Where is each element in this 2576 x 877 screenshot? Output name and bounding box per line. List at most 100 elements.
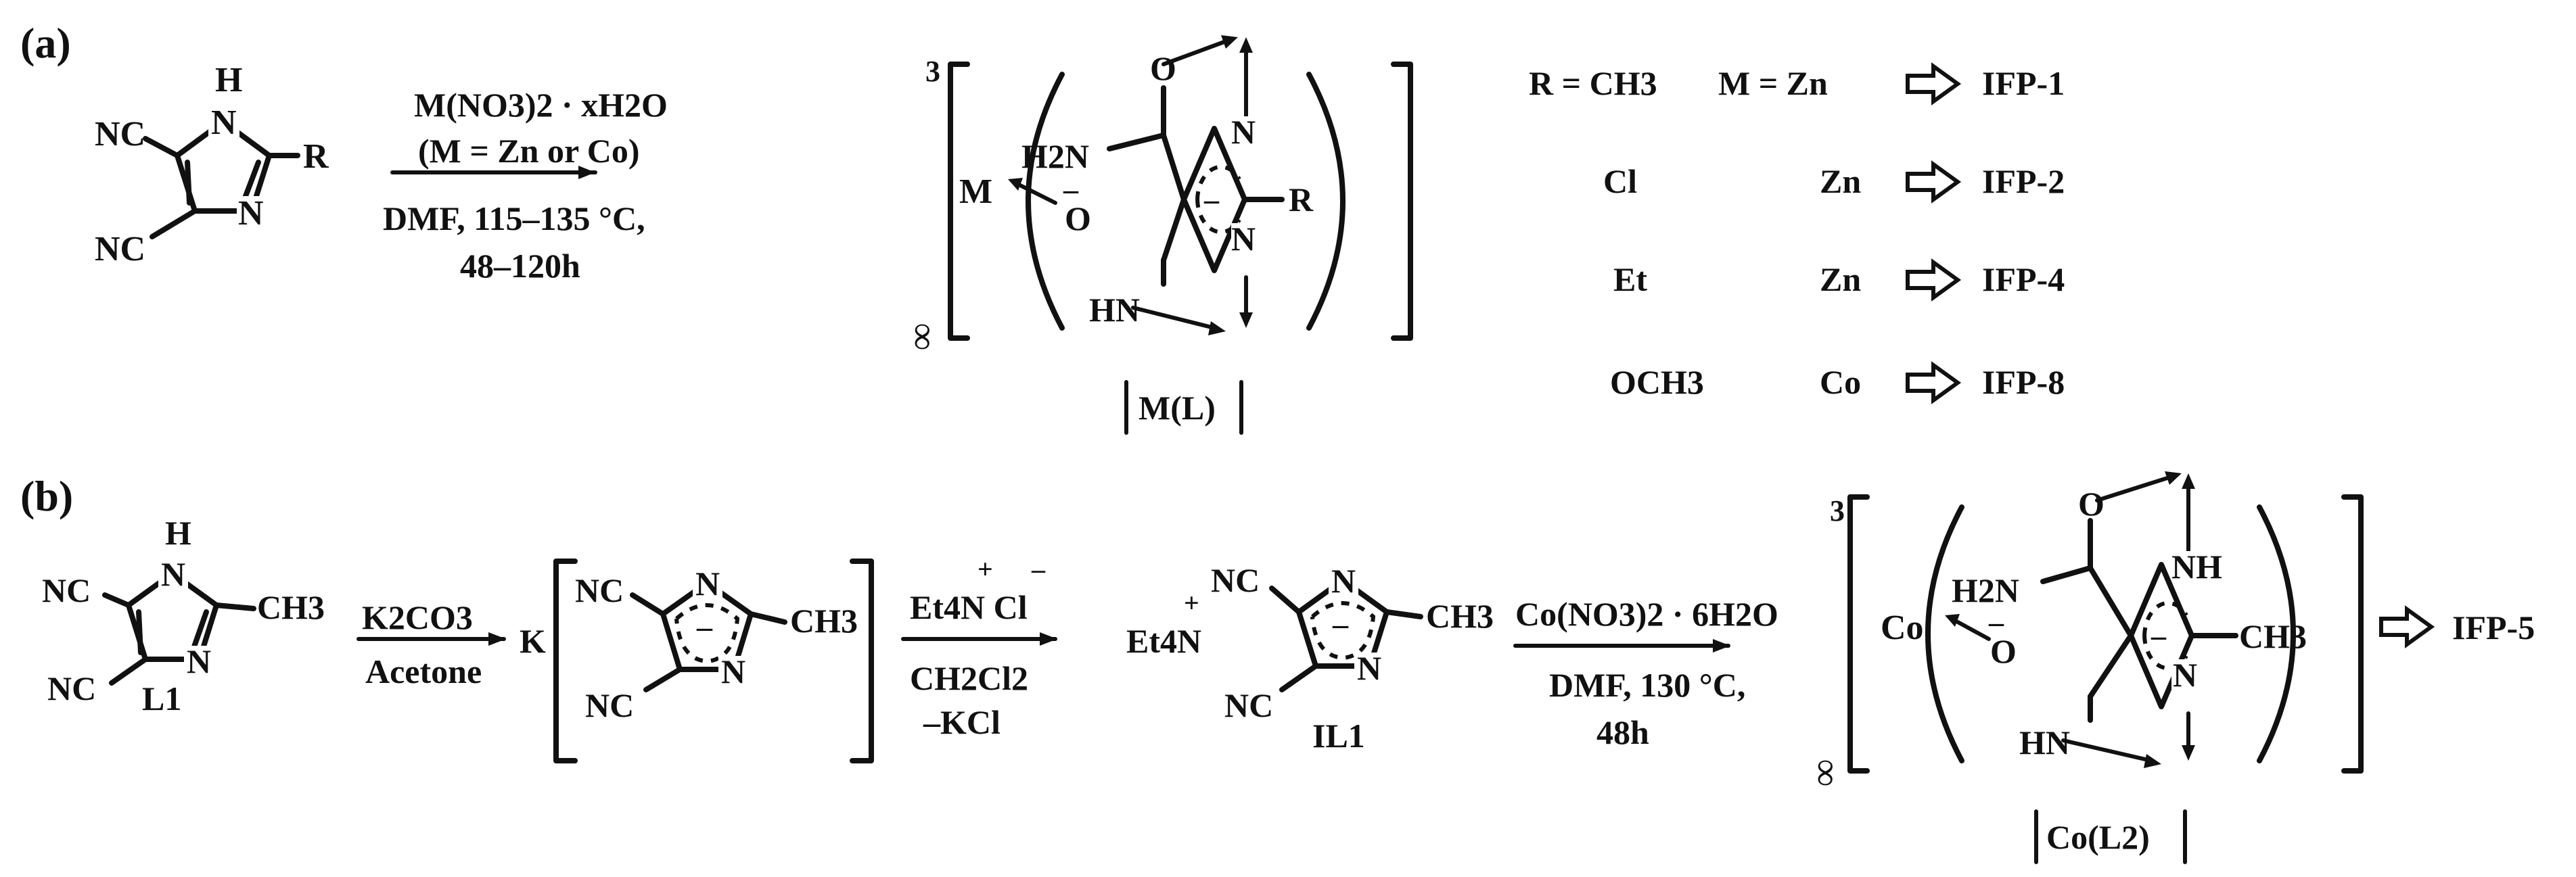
product-a-r: R bbox=[1289, 181, 1314, 218]
salt-ch3: CH3 bbox=[790, 602, 858, 640]
step2-byproduct: –KCl bbox=[923, 703, 1001, 741]
product-b-ifp: IFP-5 bbox=[2452, 609, 2535, 646]
product-a-metal: M bbox=[959, 172, 992, 211]
product-a-h2n: H2N bbox=[1021, 137, 1089, 175]
product-b-n-bottom: N bbox=[2173, 656, 2197, 694]
reactant-r: R bbox=[303, 137, 329, 176]
il1-n-top: N bbox=[1331, 562, 1356, 600]
table-row1-r: R = CH3 bbox=[1529, 64, 1657, 102]
il1-nc-bottom: NC bbox=[1224, 686, 1273, 724]
salt-minus: – bbox=[696, 609, 713, 644]
product-a-sup3: 3 bbox=[925, 55, 940, 88]
step3-line3: 48h bbox=[1596, 713, 1649, 751]
panel-a-conditions: M(NO3)2 · xH2O (M = Zn or Co) DMF, 115–1… bbox=[383, 86, 668, 285]
step2-plus: + bbox=[978, 554, 993, 584]
panel-b-label: (b) bbox=[20, 472, 73, 520]
table-row4-m: Co bbox=[1820, 363, 1861, 401]
step3-conditions: Co(NO3)2 · 6H2O DMF, 130 °C, 48h bbox=[1513, 595, 1778, 751]
il1-cation: Et4N bbox=[1126, 622, 1201, 660]
reactant-h: H bbox=[215, 61, 242, 99]
product-b-inf: ∞ bbox=[1806, 759, 1847, 786]
table-row3-ifp: IFP-4 bbox=[1982, 260, 2065, 298]
ligand-l1: H N N CH3 NC NC L1 bbox=[42, 514, 325, 717]
table-row1-ifp: IFP-1 bbox=[1982, 64, 2065, 102]
product-b-h2n: H2N bbox=[1952, 571, 2019, 609]
product-b-caption: Co(L2) bbox=[2046, 818, 2150, 856]
l1-h: H bbox=[165, 514, 191, 552]
step2-minus: – bbox=[1031, 554, 1046, 584]
ionic-liquid-il1: + Et4N N N – CH3 NC NC IL1 bbox=[1126, 561, 1494, 755]
table-row3-r: Et bbox=[1613, 260, 1647, 298]
cond-a-line2: (M = Zn or Co) bbox=[418, 132, 640, 170]
product-a-caption: M(L) bbox=[1138, 389, 1216, 427]
l1-name: L1 bbox=[142, 680, 181, 717]
panel-a-reactant: H N N R NC NC bbox=[95, 61, 329, 268]
l1-nc-bottom: NC bbox=[47, 669, 96, 707]
product-b-minus: – bbox=[1988, 606, 2004, 639]
table-row2-ifp: IFP-2 bbox=[1982, 162, 2065, 200]
open-arrow-icon bbox=[1906, 62, 1962, 105]
salt-n-top: N bbox=[695, 565, 720, 602]
step3-line2: DMF, 130 °C, bbox=[1549, 666, 1745, 704]
table-row2-m: Zn bbox=[1820, 162, 1861, 200]
product-b-o-anion: O bbox=[1990, 632, 2017, 670]
table-row4-ifp: IFP-8 bbox=[1982, 363, 2065, 401]
il1-plus: + bbox=[1184, 588, 1199, 618]
table-row3-m: Zn bbox=[1820, 260, 1861, 298]
cond-a-line3: DMF, 115–135 °C, bbox=[383, 199, 645, 237]
cond-a-line4: 48–120h bbox=[460, 247, 580, 285]
step2-reagent: Et4N Cl bbox=[910, 588, 1028, 626]
product-b-metal: Co bbox=[1881, 609, 1924, 647]
ifp-table: R = CH3 M = Zn IFP-1 Cl Zn IFP-2 Et Zn I… bbox=[1529, 62, 2065, 404]
step2-solvent: CH2Cl2 bbox=[910, 659, 1028, 697]
step1-solvent: Acetone bbox=[365, 653, 482, 690]
il1-n-bottom: N bbox=[1357, 649, 1381, 687]
panel-b-product: 3 ∞ O NH N CH3 – Co H2N – O HN bbox=[1806, 471, 2535, 864]
table-row4-r: OCH3 bbox=[1610, 363, 1704, 401]
product-a-hn: HN bbox=[1089, 291, 1140, 329]
l1-n-bottom: N bbox=[187, 642, 211, 680]
step2-conditions: + – Et4N Cl CH2Cl2 –KCl bbox=[901, 554, 1057, 741]
il1-nc-top: NC bbox=[1211, 561, 1260, 599]
product-a-n-bottom: N bbox=[1231, 220, 1256, 258]
cond-a-line1: M(NO3)2 · xH2O bbox=[414, 86, 668, 124]
salt-k: K bbox=[520, 622, 546, 660]
product-a-n-top: N bbox=[1231, 113, 1256, 151]
salt-n-bottom: N bbox=[721, 653, 745, 690]
il1-name: IL1 bbox=[1312, 717, 1365, 755]
il1-minus: – bbox=[1332, 607, 1349, 641]
product-b-o-carbonyl: O bbox=[2078, 485, 2104, 523]
product-a-minus: – bbox=[1063, 173, 1079, 206]
open-arrow-icon bbox=[2379, 605, 2435, 648]
open-arrow-icon bbox=[1906, 361, 1962, 404]
reactant-nc-top: NC bbox=[95, 115, 145, 153]
product-b-sup3: 3 bbox=[1830, 494, 1845, 527]
step1-conditions: K2CO3 Acetone bbox=[356, 598, 506, 690]
l1-n-top: N bbox=[161, 555, 185, 593]
potassium-salt: K N N – CH3 NC NC bbox=[520, 559, 874, 763]
product-b-nh: NH bbox=[2171, 548, 2222, 586]
product-a-minus-ring: – bbox=[1203, 183, 1220, 216]
table-row1-m: M = Zn bbox=[1718, 64, 1828, 102]
product-a-o-carbonyl: O bbox=[1150, 49, 1176, 87]
reactant-n-bottom: N bbox=[238, 194, 264, 233]
step3-line1: Co(NO3)2 · 6H2O bbox=[1515, 595, 1778, 633]
product-b-minus-ring: – bbox=[2150, 619, 2167, 653]
step1-reagent: K2CO3 bbox=[362, 598, 473, 636]
product-a-inf: ∞ bbox=[902, 323, 944, 350]
salt-nc-bottom: NC bbox=[585, 686, 634, 724]
salt-nc-top: NC bbox=[575, 571, 624, 609]
l1-ch3: CH3 bbox=[257, 588, 325, 626]
panel-a-product: 3 ∞ O N N R – M H2N – O HN bbox=[902, 35, 1413, 435]
reactant-nc-bottom: NC bbox=[95, 230, 145, 268]
panel-a-label: (a) bbox=[20, 19, 71, 67]
l1-nc-top: NC bbox=[42, 571, 91, 609]
reactant-n-top: N bbox=[211, 103, 237, 142]
open-arrow-icon bbox=[1906, 258, 1962, 302]
open-arrow-icon bbox=[1906, 160, 1962, 204]
product-b-ch3: CH3 bbox=[2239, 617, 2307, 655]
il1-ch3: CH3 bbox=[1426, 597, 1494, 635]
table-row2-r: Cl bbox=[1603, 162, 1637, 200]
product-b-hn: HN bbox=[2019, 724, 2070, 761]
